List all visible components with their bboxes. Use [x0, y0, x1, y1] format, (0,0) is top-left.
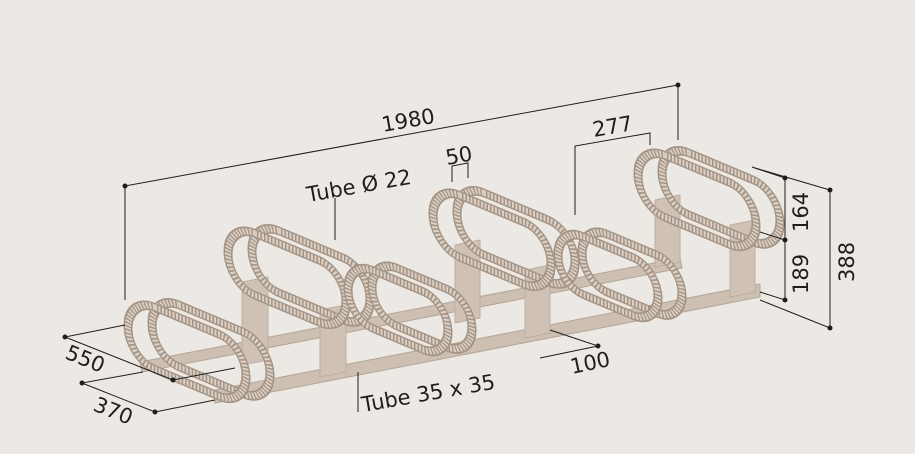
base-tube-label: Tube 35 x 35	[359, 370, 497, 417]
lower-height-label: 189	[789, 254, 813, 294]
dimension-lines	[62, 82, 833, 415]
depth-outer-label: 550	[62, 340, 108, 377]
loop-tube	[577, 227, 687, 320]
loop-tube	[452, 186, 580, 289]
loop-tube	[147, 298, 275, 401]
loop-tube	[633, 148, 761, 252]
loop-tube-label: Tube Ø 22	[304, 165, 413, 207]
loop-tube	[223, 226, 351, 330]
loops	[123, 146, 785, 404]
total-height-label: 388	[835, 242, 859, 282]
tube-spacing-label: 50	[444, 142, 474, 170]
loop-height-label: 164	[789, 192, 813, 232]
loop-tube	[553, 229, 663, 323]
loop-tube	[657, 146, 785, 249]
loop-tube	[123, 300, 251, 404]
loop-tube	[428, 188, 556, 292]
post-width-label: 100	[568, 347, 612, 379]
depth-inner-label: 370	[90, 392, 136, 429]
loop-tube	[343, 263, 453, 357]
loop-tube	[247, 224, 375, 327]
loop-tube	[367, 261, 477, 354]
length-label: 1980	[380, 104, 437, 137]
